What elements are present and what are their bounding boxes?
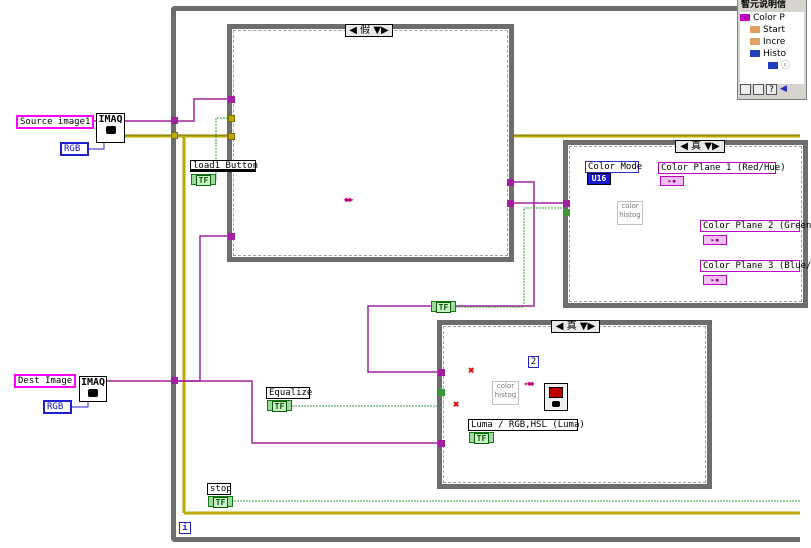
stop-terminal[interactable]: TF xyxy=(208,496,233,508)
color-mode-terminal[interactable]: U16 xyxy=(587,173,611,185)
source-image-control[interactable]: Source image1 xyxy=(16,115,94,129)
numeric-icon xyxy=(750,38,760,45)
context-help-window[interactable]: 智元说明信 Color P Start Incre Histo ⓒ ? ◀ xyxy=(737,0,807,100)
luma-label: Luma / RGB,HSL (Luma) xyxy=(468,419,585,431)
color-mode-label: Color Mode xyxy=(585,161,642,173)
loop-info-icon[interactable]: i xyxy=(179,522,191,534)
cluster-icon xyxy=(740,14,750,21)
color-plane-3-indicator[interactable]: ▸▪ xyxy=(703,275,727,285)
cross-node-1-icon: ✖ xyxy=(468,364,475,377)
stop-label: stop xyxy=(207,483,232,495)
numeric-icon xyxy=(768,62,778,69)
context-item-start: Start xyxy=(740,24,804,36)
case1-tunnel-out-2 xyxy=(507,200,514,207)
case-structure-top-left xyxy=(227,24,514,262)
case3-tunnel-bool xyxy=(438,389,445,396)
case1-tunnel-in-3 xyxy=(228,133,235,140)
case-bool-terminal[interactable]: TF xyxy=(431,301,456,313)
case1-tunnel-in-1 xyxy=(228,96,235,103)
color-plane-1-indicator[interactable]: ▸▪ xyxy=(660,176,684,186)
load-button-label: load1 Button xyxy=(190,160,258,172)
array-icon xyxy=(750,50,760,57)
rgb-ring-2[interactable]: RGB xyxy=(43,400,72,414)
display-icon xyxy=(549,387,563,398)
color-plane-3-label: Color Plane 3 (Blue/ xyxy=(700,260,811,272)
context-item-more: ⓒ xyxy=(740,60,804,72)
imaq-icon xyxy=(105,126,116,134)
case-structure-bottom xyxy=(437,320,712,489)
help-toolbar-icon[interactable] xyxy=(740,84,751,95)
equalize-label: Equalize xyxy=(266,387,312,399)
loop-tunnel-source xyxy=(171,117,178,124)
case-selector-bottom[interactable]: ◀ 真 ▼▶ xyxy=(551,320,600,333)
case1-tunnel-out-1 xyxy=(507,179,514,186)
cross-node-2-icon: ✖ xyxy=(453,398,460,411)
color-plane-1-label: Color Plane 1 (Red/Hue) xyxy=(658,162,786,174)
case2-tunnel-in xyxy=(563,200,570,207)
equalize-terminal[interactable]: TF xyxy=(267,400,292,412)
case-selector-top-right[interactable]: ◀ 真 ▼▶ xyxy=(675,140,725,153)
case1-tunnel-in-2 xyxy=(228,115,235,122)
case-selector-top-left[interactable]: ◀ 假 ▼▶ xyxy=(345,24,393,37)
luma-terminal[interactable]: TF xyxy=(469,432,494,444)
left-arrow-icon[interactable]: ◀ xyxy=(780,84,787,94)
color-plane-2-label: Color Plane 2 (Green xyxy=(700,220,811,232)
case3-tunnel-in-2 xyxy=(438,440,445,447)
imaq-create-2[interactable]: IMAQ xyxy=(79,376,107,402)
imaq-icon xyxy=(88,389,98,397)
image-display-vi[interactable] xyxy=(544,383,568,411)
context-item-histo: Histo xyxy=(740,48,804,60)
loop-tunnel-dest xyxy=(171,377,178,384)
context-help-title: 智元说明信 xyxy=(738,0,806,11)
dest-image-control[interactable]: Dest Image xyxy=(14,374,76,388)
case2-tunnel-bool xyxy=(563,209,570,216)
load-button-terminal[interactable]: TF xyxy=(191,174,216,186)
case1-tunnel-in-4 xyxy=(228,233,235,240)
rgb-ring-1[interactable]: RGB xyxy=(60,142,89,156)
display-knob-icon xyxy=(552,401,560,407)
context-item-incre: Incre xyxy=(740,36,804,48)
while-loop-frame xyxy=(171,6,800,542)
lock-icon[interactable] xyxy=(753,84,764,95)
loop-tunnel-error xyxy=(171,132,178,139)
numeric-constant-2[interactable]: 2 xyxy=(528,356,539,368)
context-item-color: Color P xyxy=(740,12,804,24)
numeric-icon xyxy=(750,26,760,33)
question-icon[interactable]: ? xyxy=(766,84,777,95)
color-plane-2-indicator[interactable]: ▸▪ xyxy=(703,235,727,245)
imaq-create-1[interactable]: IMAQ xyxy=(96,113,125,143)
case3-tunnel-in-1 xyxy=(438,369,445,376)
case1-bundle-arrows: ◆◆▸ xyxy=(344,195,355,204)
case3-bundle-arrows: ▸◆◆ xyxy=(524,379,535,388)
